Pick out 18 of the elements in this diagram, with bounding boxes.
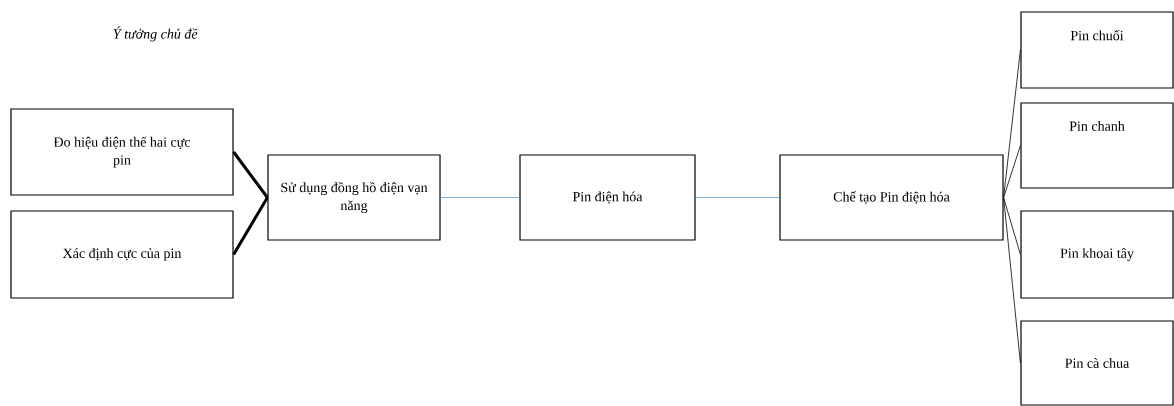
process-box: Sử dụng đồng hồ điện vạn năng [267, 154, 441, 241]
connector-line [232, 196, 269, 256]
process-box: Chế tạo Pin điện hóa [779, 154, 1004, 241]
connector-line [1003, 197, 1021, 255]
process-box: Pin chanh [1020, 102, 1174, 189]
connector-line [1003, 197, 1021, 364]
connector-line [1003, 145, 1021, 198]
heading: Ý tưởng chủ đề [113, 26, 198, 42]
process-box: Pin chuối [1020, 11, 1174, 89]
connector-line [232, 151, 269, 199]
process-box: Pin điện hóa [519, 154, 696, 241]
process-box: Đo hiệu điện thế hai cực pin [10, 108, 234, 196]
connector-line [695, 197, 780, 198]
connector-line [440, 197, 520, 198]
connector-line [1003, 49, 1021, 198]
process-box: Xác định cực của pin [10, 210, 234, 299]
process-box: Pin cà chua [1020, 320, 1174, 406]
process-box: Pin khoai tây [1020, 210, 1174, 299]
